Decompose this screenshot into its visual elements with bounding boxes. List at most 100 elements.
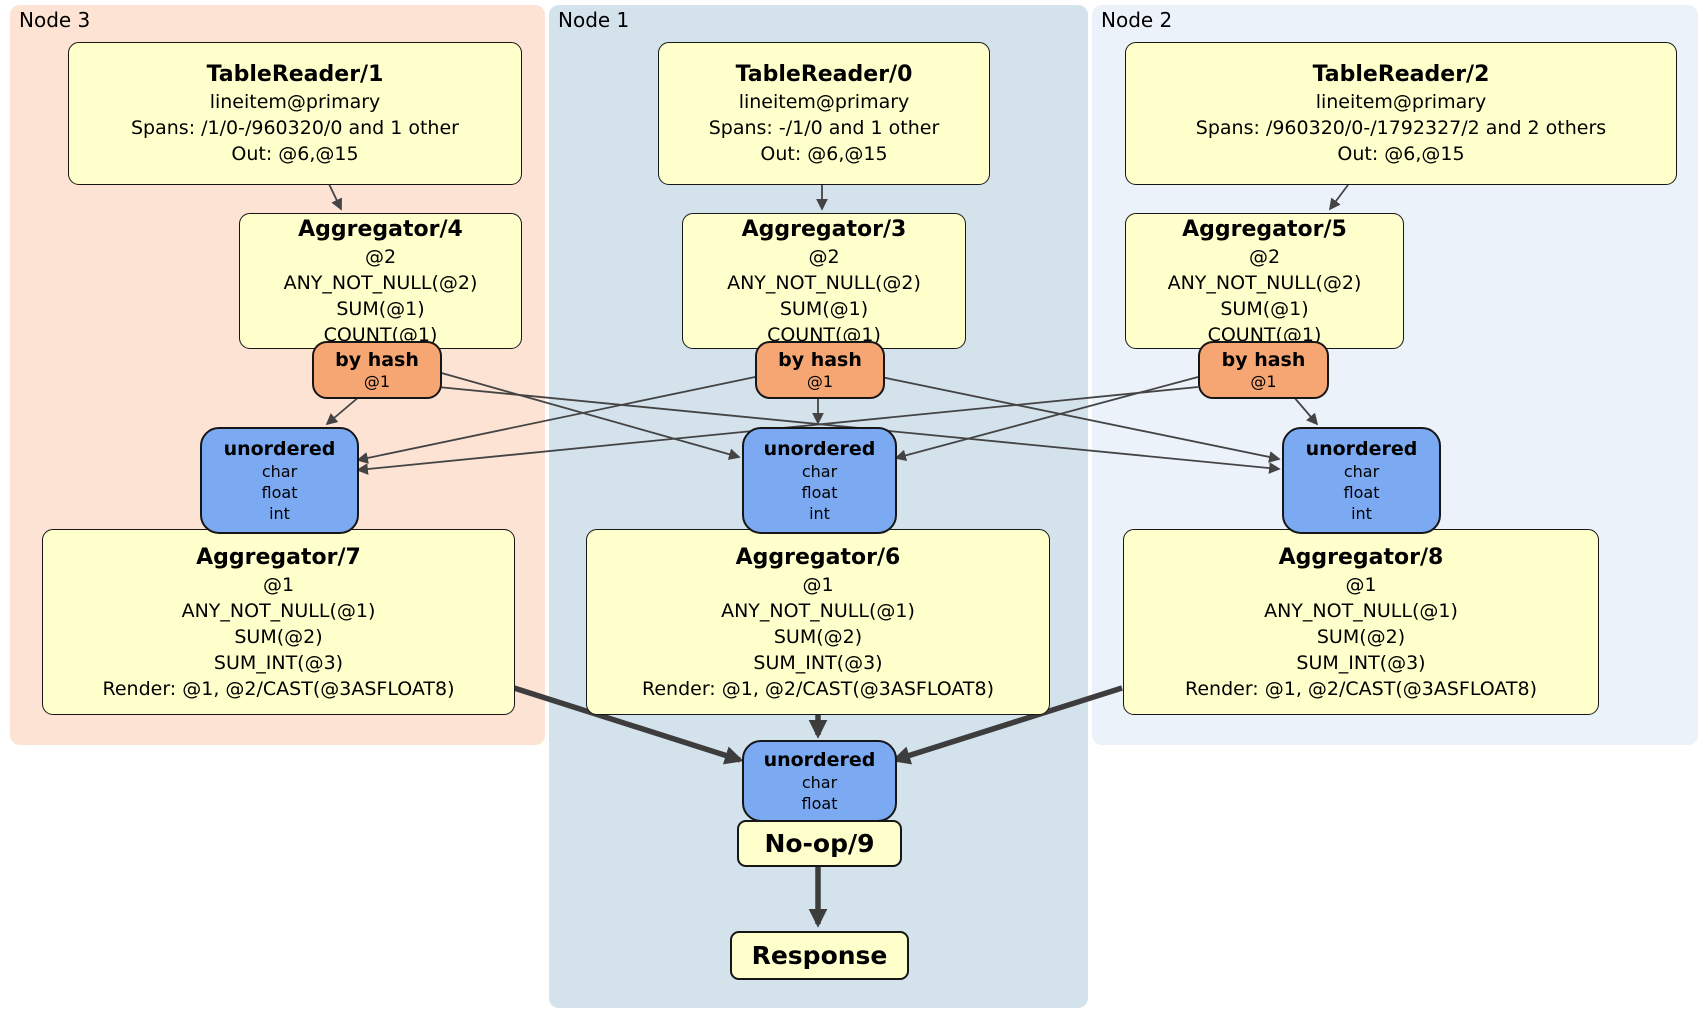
- processor-line: @1: [262, 573, 295, 596]
- processor-title: No-op/9: [764, 829, 875, 858]
- hash-router-node2: by hash @1: [1198, 341, 1329, 399]
- processor-line: SUM_INT(@3): [753, 651, 883, 674]
- router-label: by hash: [778, 349, 862, 371]
- processor-line: ANY_NOT_NULL(@1): [1264, 599, 1458, 622]
- sync-label: unordered: [763, 438, 876, 460]
- processor-line: SUM_INT(@3): [1296, 651, 1426, 674]
- sync-column: float: [801, 794, 838, 813]
- processor-line: SUM(@1): [779, 297, 869, 320]
- processor-line: @2: [1248, 245, 1281, 268]
- processor-line: ANY_NOT_NULL(@2): [283, 271, 478, 294]
- processor-line: COUNT(@1): [767, 323, 881, 346]
- edge-aggregator7-final-sync: [513, 685, 744, 765]
- processor-line: SUM(@1): [336, 297, 425, 320]
- processor-line: Out: @6,@15: [760, 143, 888, 165]
- node3-region-label: Node 3: [19, 8, 91, 32]
- processor-line: Out: @6,@15: [231, 143, 359, 165]
- edge-router3-sync3: [325, 395, 361, 426]
- processor-line: @1: [1345, 573, 1377, 596]
- processor-title: Aggregator/5: [1182, 216, 1347, 242]
- processor-line: COUNT(@1): [323, 323, 438, 346]
- edge-tablereader2-aggregator5: [1328, 184, 1349, 211]
- processor-title: Aggregator/4: [298, 216, 463, 242]
- edge-tablereader1-aggregator4: [328, 183, 342, 211]
- processor-line: lineitem@primary: [1315, 91, 1487, 113]
- processor-line: SUM(@2): [234, 625, 323, 648]
- aggregator-6-box: Aggregator/6 @1 ANY_NOT_NULL(@1) SUM(@2)…: [586, 529, 1050, 715]
- noop-box: No-op/9: [737, 820, 902, 867]
- processor-line: Render: @1, @2/CAST(@3ASFLOAT8): [642, 677, 994, 700]
- processor-title: Response: [751, 941, 888, 970]
- processor-line: Spans: /960320/0-/1792327/2 and 2 others: [1195, 117, 1607, 139]
- hash-router-node3: by hash @1: [312, 341, 442, 399]
- unordered-sync-final: unordered char float: [742, 740, 897, 822]
- processor-title: Aggregator/6: [735, 544, 901, 570]
- processor-title: Aggregator/3: [741, 216, 907, 242]
- unordered-sync-node2: unordered char float int: [1282, 427, 1441, 534]
- sync-column: char: [801, 462, 838, 481]
- aggregator-4-box: Aggregator/4 @2 ANY_NOT_NULL(@2) SUM(@1)…: [239, 213, 522, 349]
- sync-column: int: [809, 504, 830, 523]
- edge-router3-sync1: [437, 371, 741, 460]
- sync-column: int: [1351, 504, 1372, 523]
- sync-label: unordered: [223, 438, 336, 460]
- aggregator-5-box: Aggregator/5 @2 ANY_NOT_NULL(@2) SUM(@1)…: [1125, 213, 1404, 349]
- processor-line: SUM(@2): [1316, 625, 1406, 648]
- processor-line: SUM(@1): [1220, 297, 1309, 320]
- processor-title: Aggregator/8: [1278, 544, 1444, 570]
- processor-line: Spans: /1/0-/960320/0 and 1 other: [131, 117, 459, 139]
- edge-aggregator8-final-sync: [891, 685, 1123, 765]
- edge-router1-sync3: [356, 376, 756, 464]
- processor-line: @2: [808, 245, 840, 268]
- tablereader-1-box: TableReader/1 lineitem@primary Spans: /1…: [68, 42, 522, 185]
- router-label: by hash: [335, 349, 419, 371]
- processor-title: Aggregator/7: [196, 544, 361, 570]
- processor-title: TableReader/0: [735, 62, 913, 87]
- processor-title: TableReader/1: [206, 62, 384, 87]
- processor-title: TableReader/2: [1312, 62, 1490, 87]
- processor-line: SUM_INT(@3): [213, 651, 344, 674]
- processor-line: lineitem@primary: [738, 91, 910, 113]
- router-detail: @1: [806, 372, 834, 391]
- aggregator-7-box: Aggregator/7 @1 ANY_NOT_NULL(@1) SUM(@2)…: [42, 529, 515, 715]
- tablereader-2-box: TableReader/2 lineitem@primary Spans: /9…: [1125, 42, 1677, 185]
- node1-region-label: Node 1: [558, 8, 630, 32]
- processor-line: ANY_NOT_NULL(@1): [181, 599, 376, 622]
- processor-line: @1: [802, 573, 834, 596]
- sync-column: float: [801, 483, 838, 502]
- hash-router-node1: by hash @1: [755, 341, 885, 399]
- processor-line: Render: @1, @2/CAST(@3ASFLOAT8): [1185, 677, 1537, 700]
- processor-line: Render: @1, @2/CAST(@3ASFLOAT8): [102, 677, 455, 700]
- edge-router2-sync2: [1292, 395, 1319, 426]
- processor-line: ANY_NOT_NULL(@2): [727, 271, 921, 294]
- sync-column: char: [1343, 462, 1380, 481]
- router-label: by hash: [1221, 349, 1306, 371]
- edge-router1-sync2: [880, 376, 1281, 463]
- processor-line: ANY_NOT_NULL(@1): [721, 599, 915, 622]
- processor-line: lineitem@primary: [209, 91, 381, 113]
- processor-line: ANY_NOT_NULL(@2): [1167, 271, 1362, 294]
- edge-router2-sync1: [894, 376, 1199, 462]
- aggregator-3-box: Aggregator/3 @2 ANY_NOT_NULL(@2) SUM(@1)…: [682, 213, 966, 349]
- processor-line: Spans: -/1/0 and 1 other: [708, 117, 940, 139]
- sync-column: float: [261, 483, 298, 502]
- sync-column: int: [269, 504, 290, 523]
- tablereader-0-box: TableReader/0 lineitem@primary Spans: -/…: [658, 42, 990, 185]
- sync-label: unordered: [763, 749, 876, 771]
- sync-column: float: [1343, 483, 1380, 502]
- router-detail: @1: [1250, 372, 1277, 391]
- processor-line: @2: [364, 245, 397, 268]
- unordered-sync-node1: unordered char float int: [742, 427, 897, 534]
- processor-line: Out: @6,@15: [1337, 143, 1465, 165]
- processor-line: COUNT(@1): [1207, 323, 1322, 346]
- router-detail: @1: [363, 372, 391, 391]
- processor-line: SUM(@2): [773, 625, 863, 648]
- aggregator-8-box: Aggregator/8 @1 ANY_NOT_NULL(@1) SUM(@2)…: [1123, 529, 1599, 715]
- sync-label: unordered: [1305, 438, 1418, 460]
- unordered-sync-node3: unordered char float int: [200, 427, 359, 534]
- response-box: Response: [730, 931, 909, 980]
- sync-column: char: [261, 462, 298, 481]
- sync-column: char: [801, 773, 838, 792]
